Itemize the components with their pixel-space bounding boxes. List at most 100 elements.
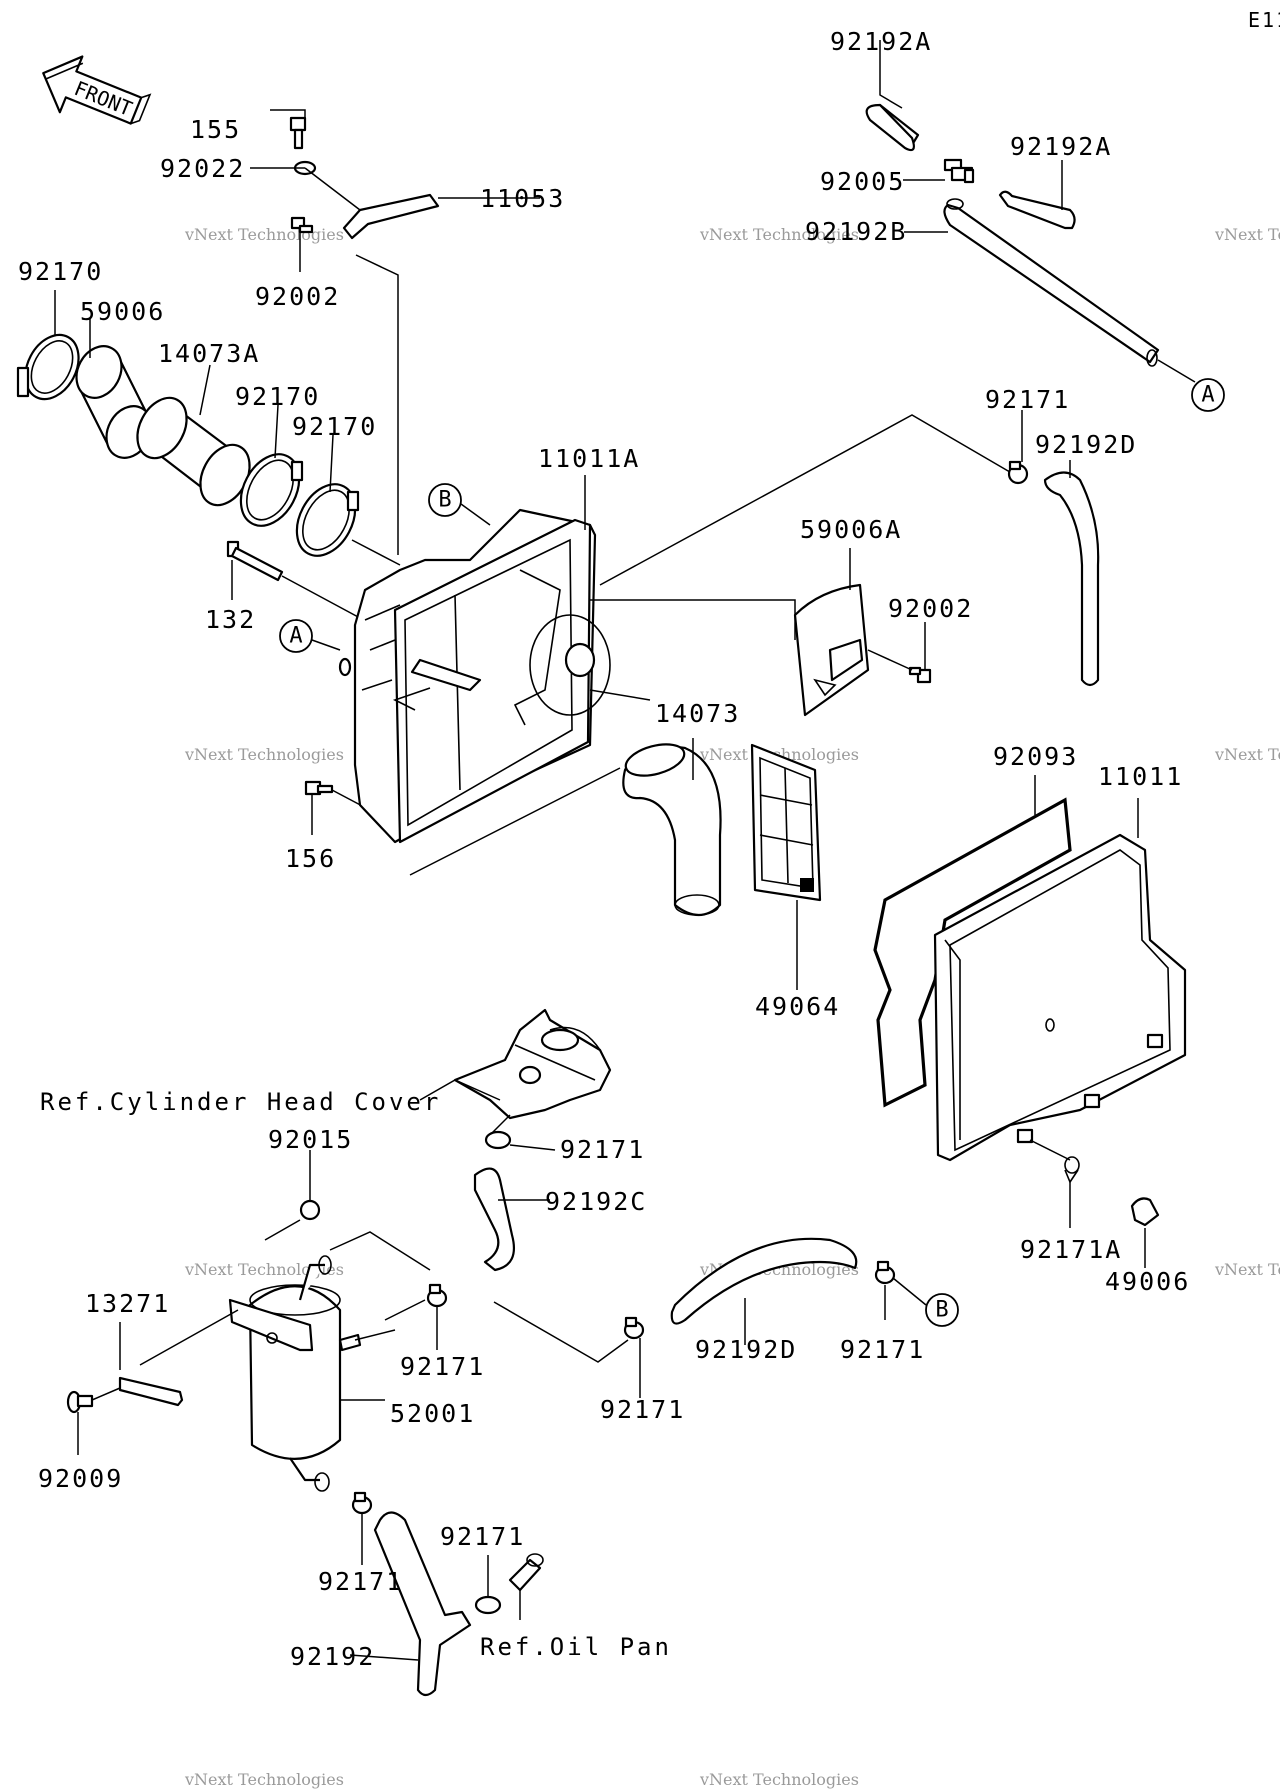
watermark-text: vNext Technologies — [699, 225, 859, 244]
label-49006: 49006 — [1105, 1267, 1190, 1296]
hose-92192B — [943, 203, 1160, 364]
label-92170-a: 92170 — [18, 257, 103, 286]
label-92022: 92022 — [160, 154, 245, 183]
watermark-text: vNext Technologies — [1214, 225, 1280, 244]
cylinder-head-cover-ref — [453, 1008, 612, 1120]
clamp-92170-c — [295, 483, 360, 557]
label-ref-oil-pan: Ref.Oil Pan — [480, 1633, 672, 1661]
label-156: 156 — [285, 844, 336, 873]
hose-92192D-bottom — [670, 1237, 858, 1325]
strap-13271 — [118, 1376, 184, 1407]
callout-a-right: A — [1191, 378, 1225, 412]
diagram-code: E11 — [1248, 8, 1280, 32]
bolt-92002 — [290, 216, 314, 234]
clamp-92171-c5 — [474, 1595, 502, 1615]
fitting-92005 — [943, 158, 975, 184]
clamp-92171-mid — [484, 1130, 512, 1150]
bolt-92002-right — [908, 666, 932, 684]
label-13271: 13271 — [85, 1289, 170, 1318]
label-11011A: 11011A — [538, 444, 640, 473]
clamp-92171-c4 — [351, 1491, 373, 1515]
label-92192A-1: 92192A — [830, 27, 932, 56]
clamp-92171-c2 — [623, 1316, 645, 1340]
label-92002-a: 92002 — [255, 282, 340, 311]
part-labels: 155 92022 11053 92002 92170 59006 14073A… — [18, 27, 1190, 1671]
callout-label: B — [438, 488, 451, 513]
label-92171-c4: 92171 — [318, 1567, 403, 1596]
label-59006: 59006 — [80, 297, 165, 326]
filter-element-49064 — [750, 743, 822, 902]
watermark-text: vNext Technologies — [1214, 745, 1280, 764]
bolt-155 — [289, 116, 307, 150]
clamp-92170-a — [16, 333, 80, 401]
separator-52001 — [228, 1255, 362, 1492]
bracket-11053 — [342, 193, 440, 240]
bolt-132 — [226, 540, 284, 582]
callout-b-left: B — [428, 483, 491, 526]
hose-92192A-2 — [998, 190, 1076, 230]
hose-92192-bottom — [373, 1511, 472, 1697]
watermark-text: vNext Technologies — [699, 745, 859, 764]
label-92192B: 92192B — [805, 217, 907, 246]
bolt-92009 — [66, 1390, 94, 1414]
label-14073A: 14073A — [158, 339, 260, 368]
label-92171-top: 92171 — [985, 385, 1070, 414]
callout-b-bottom: B — [925, 1293, 959, 1327]
label-92192D-bottom: 92192D — [695, 1335, 797, 1364]
duct-14073A — [136, 396, 251, 507]
label-92170-b: 92170 — [235, 382, 320, 411]
label-92192C: 92192C — [545, 1187, 647, 1216]
watermark-text: vNext Technologies — [184, 1770, 344, 1789]
nut-92015 — [299, 1199, 321, 1221]
watermark-text: vNext Technologies — [184, 225, 344, 244]
label-92171-c5: 92171 — [440, 1522, 525, 1551]
cover-11011 — [933, 833, 1187, 1162]
label-92093: 92093 — [993, 742, 1078, 771]
label-92009: 92009 — [38, 1464, 123, 1493]
callout-label: A — [1201, 383, 1214, 408]
label-92015: 92015 — [268, 1125, 353, 1154]
label-52001: 52001 — [390, 1399, 475, 1428]
label-ref-cylinder-head-cover: Ref.Cylinder Head Cover — [40, 1088, 441, 1116]
watermark-text: vNext Technologies — [699, 1770, 859, 1789]
label-132: 132 — [205, 605, 256, 634]
watermark-text: vNext Technologies — [184, 745, 344, 764]
cap-49006 — [1130, 1197, 1160, 1227]
hose-92192D-top — [1043, 471, 1100, 687]
fitting-oil-pan-ref — [508, 1553, 544, 1592]
watermark-text: vNext Technologies — [184, 1260, 344, 1279]
callout-label: B — [935, 1298, 948, 1323]
label-92171-c1: 92171 — [400, 1352, 485, 1381]
label-92192A-2: 92192A — [1010, 132, 1112, 161]
label-92170-c: 92170 — [292, 412, 377, 441]
label-92171-mid: 92171 — [560, 1135, 645, 1164]
watermark: vNext Technologies vNext Technologies vN… — [184, 225, 1280, 1789]
airbox-housing-11011A — [338, 508, 611, 844]
label-92171-c3: 92171 — [840, 1335, 925, 1364]
callout-a-left: A — [279, 619, 341, 653]
bolt-156 — [304, 780, 334, 796]
hose-92192C — [473, 1167, 516, 1272]
label-92005: 92005 — [820, 167, 905, 196]
label-92171A: 92171A — [1020, 1235, 1122, 1264]
label-92192: 92192 — [290, 1642, 375, 1671]
label-59006A: 59006A — [800, 515, 902, 544]
label-11053: 11053 — [480, 184, 565, 213]
gasket-92093 — [873, 797, 1072, 1108]
label-92192D-top: 92192D — [1035, 430, 1137, 459]
clamp-92171-c1 — [426, 1283, 448, 1308]
watermark-text: vNext Technologies — [1214, 1260, 1280, 1279]
label-14073: 14073 — [655, 699, 740, 728]
cover-59006A — [793, 583, 870, 717]
clip-92171A — [1064, 1156, 1080, 1184]
label-155: 155 — [190, 115, 241, 144]
label-11011: 11011 — [1098, 762, 1183, 791]
label-92171-c2: 92171 — [600, 1395, 685, 1424]
clamp-92171-top — [1007, 460, 1029, 485]
front-arrow-icon: FRONT — [42, 55, 152, 125]
elbow-duct-14073 — [622, 743, 722, 917]
clamp-92170-b — [239, 453, 304, 527]
clamp-92171-c3 — [874, 1260, 896, 1285]
label-49064: 49064 — [755, 992, 840, 1021]
